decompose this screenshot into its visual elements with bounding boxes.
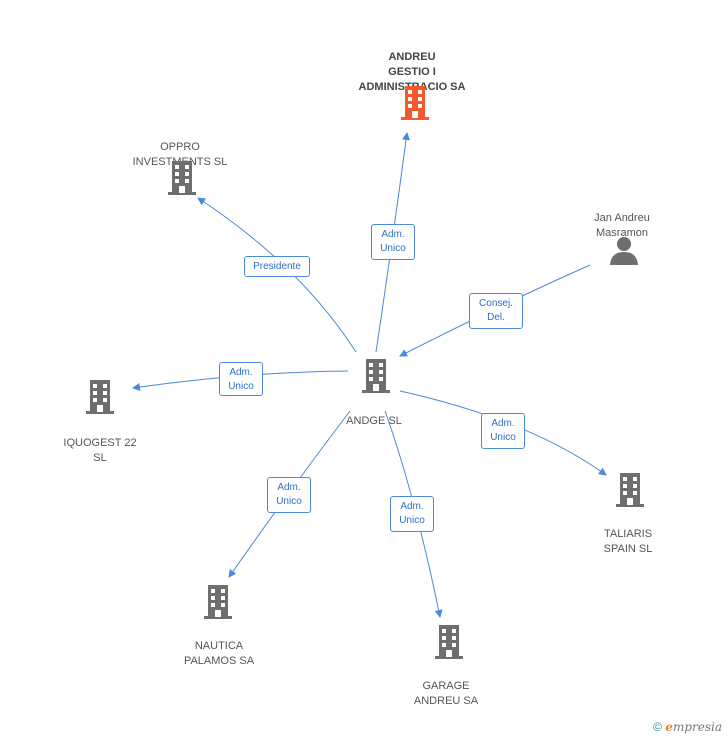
node-label: Jan Andreu Masramon xyxy=(594,212,650,239)
building-icon xyxy=(86,380,114,414)
person-icon xyxy=(610,237,638,265)
copyright-icon: © xyxy=(653,720,662,734)
edge-label-to-iquogest: Adm. Unico xyxy=(219,362,263,396)
building-icon xyxy=(168,161,196,195)
building-icon xyxy=(435,625,463,659)
node-label: GARAGE ANDREU SA xyxy=(413,680,479,707)
edge-label-to-oppro: Presidente xyxy=(244,256,310,277)
brand-logo-text: mpresia xyxy=(672,720,722,734)
building-icon xyxy=(401,86,429,120)
node-iquogest[interactable]: IQUOGEST 22 SL xyxy=(50,421,150,481)
building-icon xyxy=(362,359,390,393)
building-icon xyxy=(204,585,232,619)
node-garage[interactable]: GARAGE ANDREU SA xyxy=(396,664,496,724)
edge-label-to-andreu-gestio: Adm. Unico xyxy=(371,224,415,260)
node-andge[interactable]: ANDGE SL xyxy=(324,399,424,444)
edge-label-to-taliaris: Adm. Unico xyxy=(481,413,525,449)
node-jan-andreu[interactable]: Jan Andreu Masramon xyxy=(570,196,674,256)
edge-label-to-garage: Adm. Unico xyxy=(390,496,434,532)
brand-logo-letter: e xyxy=(665,720,673,734)
brand-logo: empresia xyxy=(665,720,722,734)
node-nautica[interactable]: NAUTICA PALAMOS SA xyxy=(164,624,274,684)
node-label: ANDGE SL xyxy=(346,415,402,427)
node-label: TALIARIS SPAIN SL xyxy=(603,528,653,555)
edge-label-from-jan: Consej. Del. xyxy=(469,293,523,329)
node-label: NAUTICA PALAMOS SA xyxy=(183,640,255,667)
node-taliaris[interactable]: TALIARIS SPAIN SL xyxy=(578,512,678,572)
building-icon xyxy=(616,473,644,507)
edge-label-to-nautica: Adm. Unico xyxy=(267,477,311,513)
node-label: IQUOGEST 22 SL xyxy=(63,437,137,464)
brand-footer: © empresia xyxy=(653,720,722,734)
